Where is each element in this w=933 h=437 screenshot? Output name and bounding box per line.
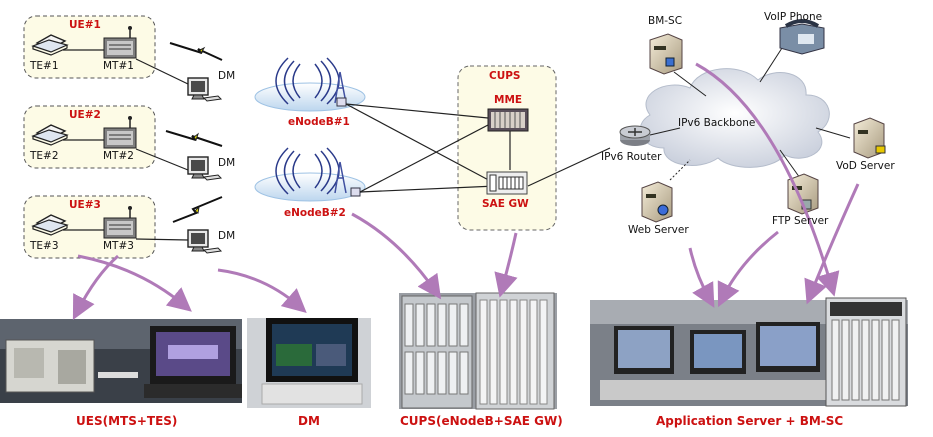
ipv6-router-icon (619, 125, 651, 146)
vod-server-icon (853, 117, 886, 159)
laptop-icon (31, 214, 69, 236)
rack-slot (479, 299, 488, 405)
bm-sc-server-icon (649, 33, 683, 75)
rack-slot (404, 303, 414, 347)
sae-gw-icon (486, 171, 528, 195)
dm-monitor-icon (187, 156, 223, 181)
ipv6-router-label: IPv6 Router (601, 151, 662, 163)
rack-slot (415, 303, 425, 347)
rack-slot (415, 351, 425, 395)
caption-dm: DM (298, 414, 320, 428)
mt-device-icon (103, 116, 137, 149)
laptop-icon (31, 124, 69, 146)
ftp-server-label: FTP Server (772, 215, 829, 227)
wireless-link-icon (165, 42, 223, 223)
ue-group-2 (23, 105, 156, 169)
ipv6-backbone-label: IPv6 Backbone (678, 117, 756, 129)
mme-rack-icon (487, 108, 529, 132)
voip-phone-label: VoIP Phone (764, 11, 823, 23)
mt-device-icon (103, 26, 137, 59)
mapping-arrows (72, 62, 860, 321)
ue-group-1 (23, 15, 156, 79)
rack-slot (529, 299, 538, 405)
ue-1-title: UE#1 (69, 19, 101, 31)
rack-slot (851, 319, 860, 401)
dm-label-2: DM (218, 157, 236, 169)
enodeb-2-icon (254, 147, 366, 202)
ue-3-te-label: TE#3 (30, 240, 59, 252)
rack-slot (426, 303, 436, 347)
mt-device-icon (103, 206, 137, 239)
ipv6-backbone-cloud (639, 68, 830, 168)
voip-phone-icon (779, 19, 825, 55)
rack-slot (459, 303, 469, 347)
rack-slot (437, 351, 447, 395)
rack-slot (489, 299, 498, 405)
dm-monitor-icon (187, 229, 223, 254)
dm-label-1: DM (218, 70, 236, 82)
dm-label-3: DM (218, 230, 236, 242)
rack-slot (519, 299, 528, 405)
cups-box (457, 65, 557, 231)
enodeb-2-label: eNodeB#2 (284, 207, 346, 219)
ues-photo (0, 319, 242, 403)
ue-2-te-label: TE#2 (30, 150, 59, 162)
caption-cups: CUPS(eNodeB+SAE GW) (400, 414, 563, 428)
enodeb-1-label: eNodeB#1 (288, 116, 350, 128)
bm-sc-label: BM-SC (648, 15, 683, 27)
caption-app-server: Application Server + BM-SC (656, 414, 844, 428)
ue-group-3 (23, 195, 156, 259)
enodeb-1-icon (254, 57, 366, 112)
ue-1-mt-label: MT#1 (103, 60, 134, 72)
laptop-icon (31, 34, 69, 56)
caption-ues: UES(MTS+TES) (76, 414, 178, 428)
rack-slot (841, 319, 850, 401)
ue-3-mt-label: MT#3 (103, 240, 134, 252)
rack-slot (404, 351, 414, 395)
dm-monitor-icon (187, 77, 223, 102)
rack-slot (459, 351, 469, 395)
rack-slot (437, 303, 447, 347)
ue-3-title: UE#3 (69, 199, 101, 211)
rack-slot (448, 351, 458, 395)
ue-2-title: UE#2 (69, 109, 101, 121)
rack-slot (499, 299, 508, 405)
cups-title: CUPS (489, 70, 521, 82)
dm-photo (247, 318, 371, 408)
web-server-label: Web Server (628, 224, 689, 236)
ue-2-mt-label: MT#2 (103, 150, 134, 162)
rack-slot (871, 319, 880, 401)
rack-slot (881, 319, 890, 401)
rack-slot (539, 299, 548, 405)
rack-slot (426, 351, 436, 395)
cups-photo (399, 292, 557, 410)
rack-slot (448, 303, 458, 347)
rack-slot (509, 299, 518, 405)
vod-server-label: VoD Server (836, 160, 895, 172)
rack-slot (831, 319, 840, 401)
app-server-photo (590, 297, 908, 407)
ue-1-te-label: TE#1 (30, 60, 59, 72)
mme-label: MME (494, 94, 523, 106)
rack-slot (891, 319, 900, 401)
web-server-icon (641, 181, 673, 223)
rack-slot (861, 319, 870, 401)
sae-gw-label: SAE GW (482, 198, 529, 210)
